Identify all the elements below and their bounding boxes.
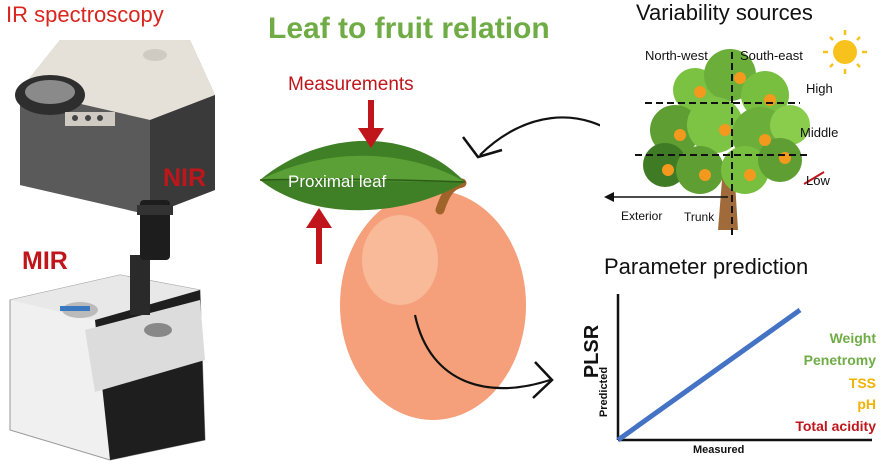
tree-illustration bbox=[604, 30, 867, 235]
sun-icon bbox=[823, 30, 867, 74]
fruit-to-plot-arrowhead bbox=[532, 361, 554, 399]
tree-to-leaf-arrow bbox=[479, 116, 600, 156]
exterior-label: Exterior bbox=[621, 209, 663, 223]
parameter-ph: pH bbox=[857, 396, 876, 412]
tree-to-leaf-arrowhead bbox=[462, 136, 503, 159]
mir-label: MIR bbox=[22, 247, 68, 275]
nir-instrument-image bbox=[15, 40, 215, 215]
instruments-illustration bbox=[9, 40, 215, 461]
south-east-label: South-east bbox=[740, 48, 803, 63]
proximal-leaf-image bbox=[259, 140, 466, 211]
parameter-total-acidity: Total acidity bbox=[795, 418, 876, 434]
predicted-axis-label: Predicted bbox=[598, 366, 611, 418]
parameter-prediction-heading: Parameter prediction bbox=[604, 254, 809, 279]
nir-label: NIR bbox=[163, 164, 207, 192]
diagram-title: Leaf to fruit relation bbox=[268, 12, 550, 45]
ir-spectroscopy-heading: IR spectroscopy bbox=[6, 2, 164, 27]
low-label: Low bbox=[806, 173, 830, 188]
low-strike bbox=[803, 171, 825, 185]
tree-canopy bbox=[643, 49, 810, 194]
north-west-label: North-west bbox=[645, 48, 708, 63]
measurement-arrows bbox=[306, 100, 384, 264]
parameter-tss: TSS bbox=[848, 375, 876, 391]
plsr-plot bbox=[616, 294, 872, 443]
fruit-to-plot-arrow bbox=[413, 314, 551, 390]
leaf-fruit-illustration bbox=[259, 100, 600, 420]
measurements-label: Measurements bbox=[288, 74, 414, 95]
variability-sources-heading: Variability sources bbox=[636, 0, 813, 25]
parameter-penetromy: Penetromy bbox=[803, 352, 876, 368]
measured-axis-label: Measured bbox=[693, 444, 745, 456]
trunk-label: Trunk bbox=[684, 210, 715, 224]
regression-line bbox=[616, 307, 802, 443]
middle-label: Middle bbox=[800, 125, 839, 140]
mir-instrument-image bbox=[9, 200, 206, 461]
tree-zone-lines bbox=[635, 52, 810, 235]
fruit-image bbox=[340, 178, 526, 420]
exterior-arrow bbox=[604, 192, 728, 202]
proximal-leaf-label: Proximal leaf bbox=[288, 172, 387, 191]
parameter-weight: Weight bbox=[829, 330, 876, 346]
high-label: High bbox=[806, 81, 833, 96]
